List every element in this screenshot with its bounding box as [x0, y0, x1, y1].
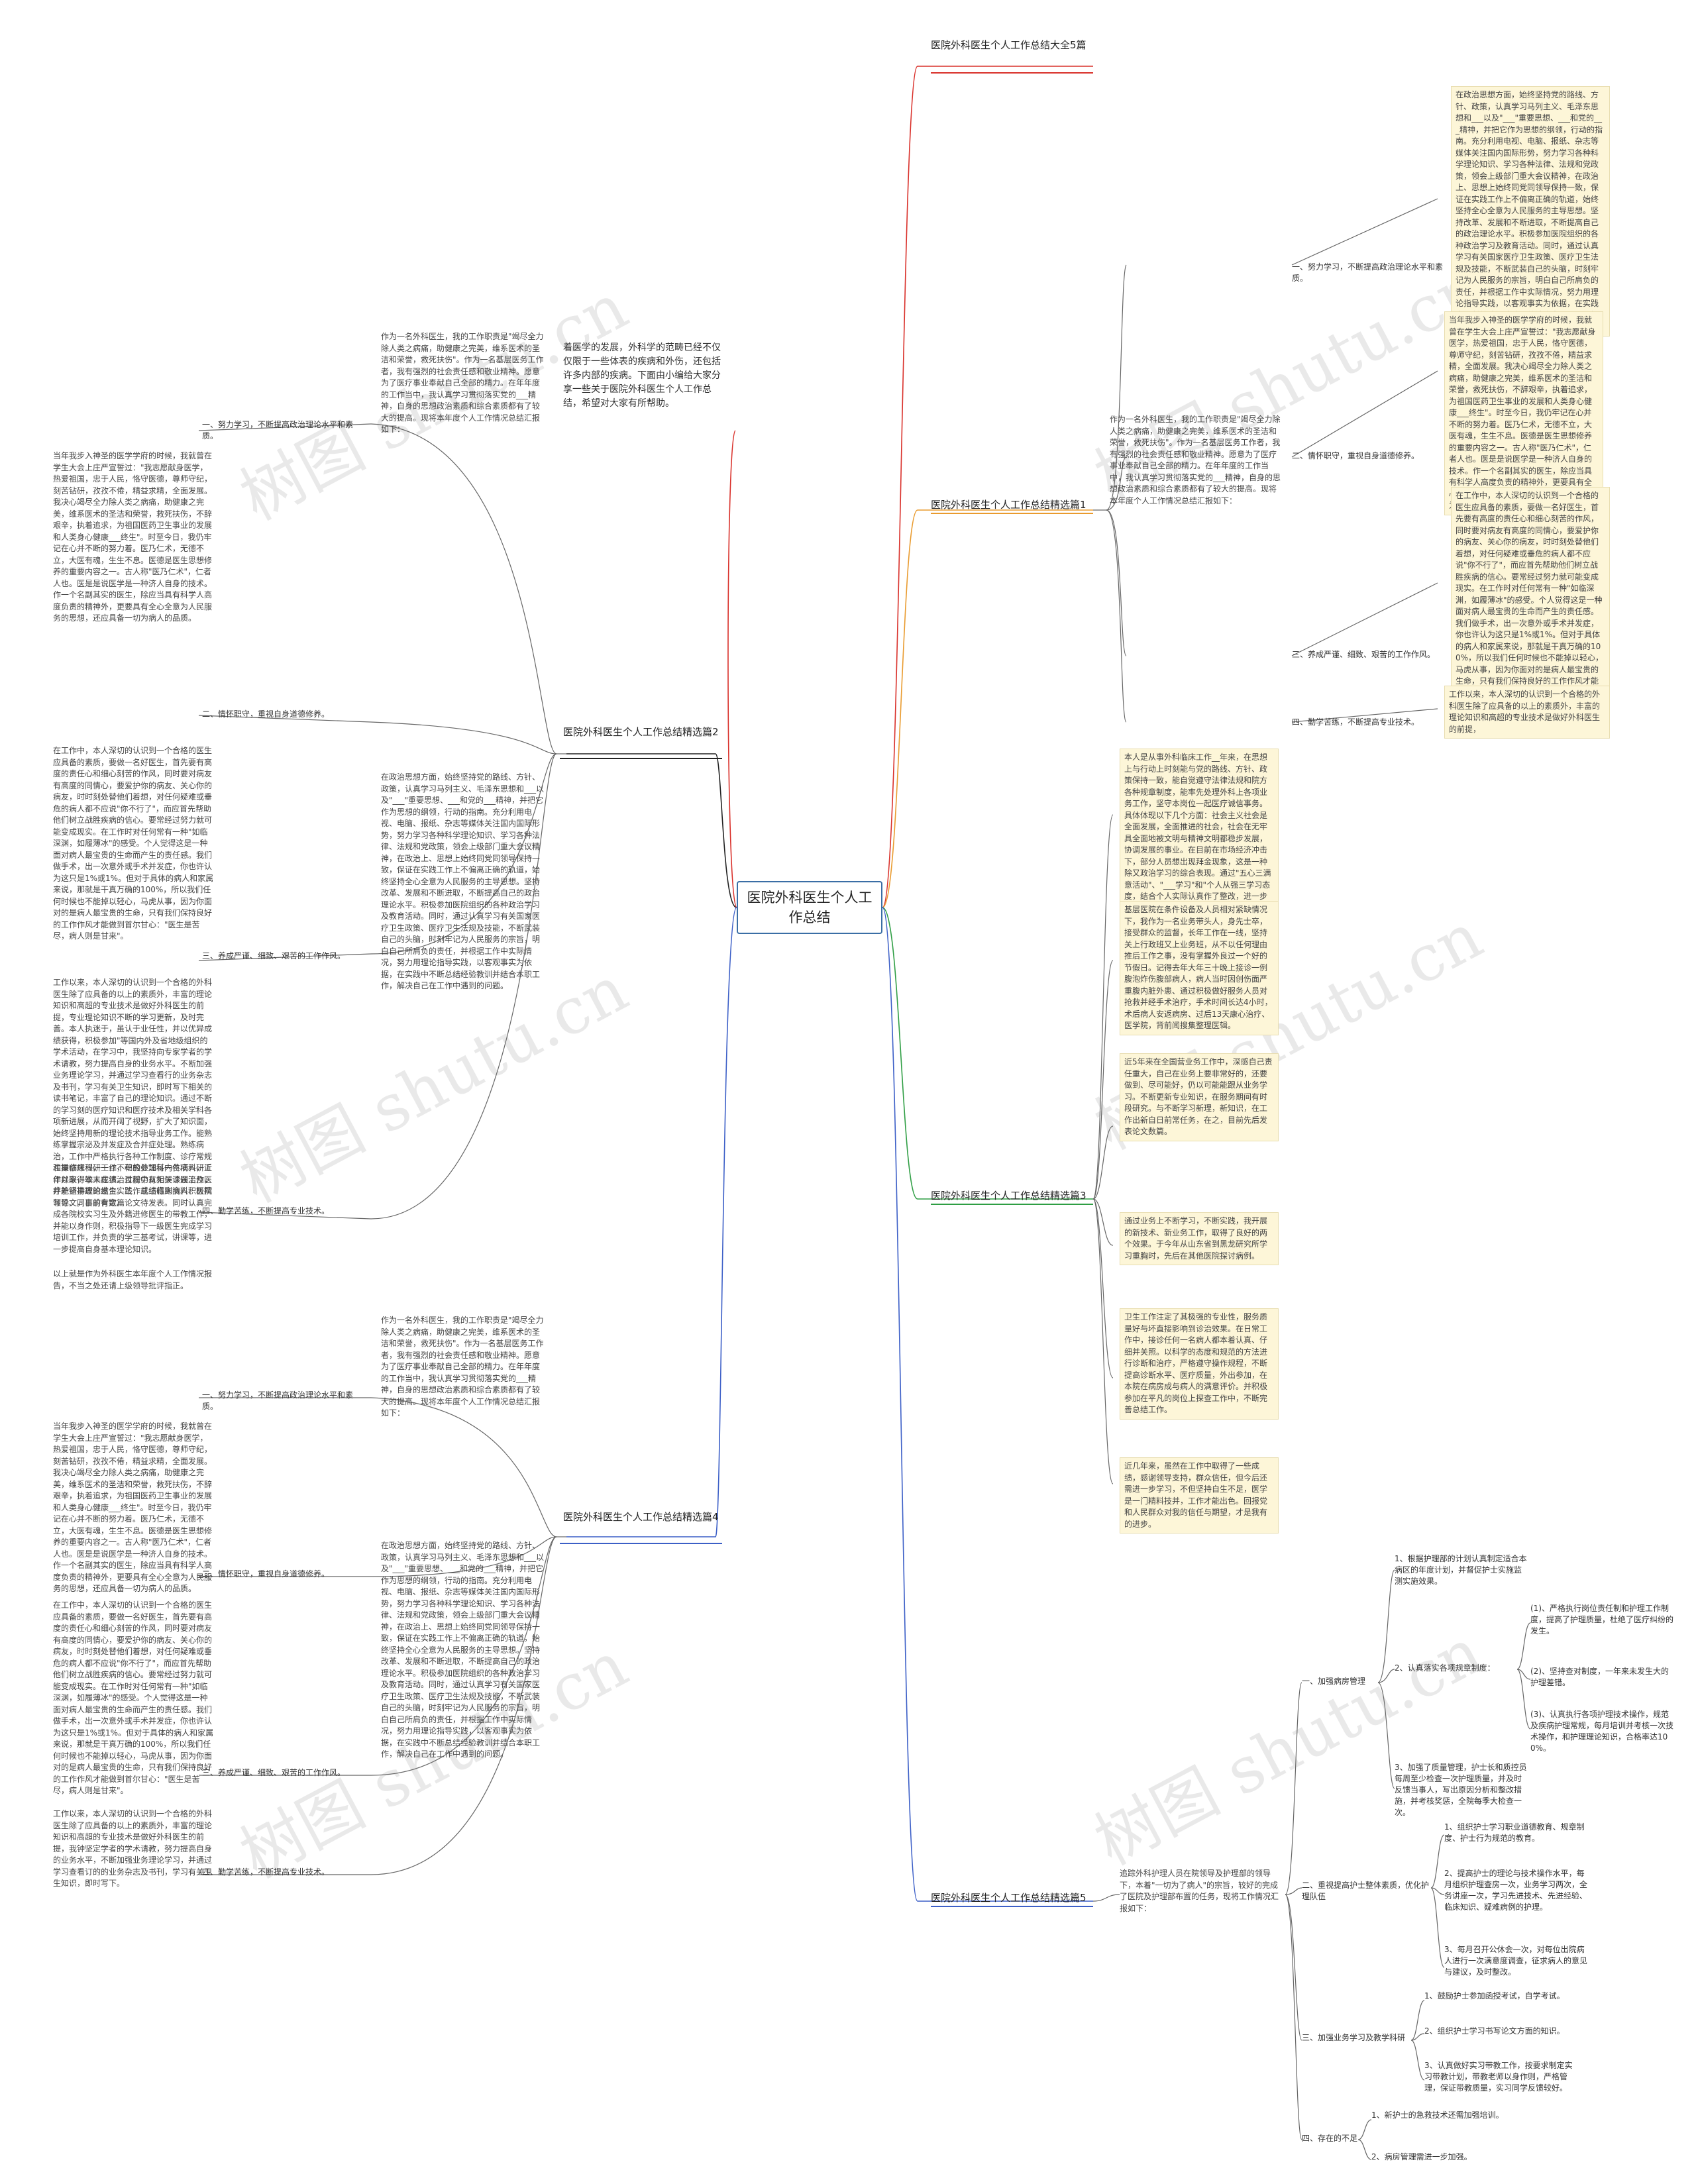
branch-b3[interactable]: 医院外科医生个人工作总结精选篇3: [931, 1190, 1086, 1202]
b4-text-3: 在工作中，本人深切的认识到一个合格的医生应具备的素质，要做一名好医生，首先要有高…: [53, 1600, 214, 1795]
b1-text-4: 工作以来，本人深切的认识到一个合格的外科医生除了应具备的以上的素质外，丰富的理论…: [1444, 686, 1610, 739]
b5-item-2a: 1、组织护士学习职业道德教育、规章制度、护士行为规范的教育。: [1444, 1822, 1585, 1843]
b3-para-3: 近5年来在全国营业务工作中，深感自己责任重大，自己在业务上要非常好的，还要做到、…: [1120, 1053, 1279, 1141]
b3-para-5: 卫生工作注定了其极强的专业性，服务质量好与坏直接影响到诊治效果。在日常工作中，接…: [1120, 1308, 1279, 1420]
b4-text-1: 在政治思想方面，始终坚持党的路线、方针、政策，认真学习马列主义、毛泽东思想和__…: [381, 1541, 545, 1759]
mindmap-root[interactable]: 医院外科医生个人工作总结: [737, 881, 882, 934]
connector-b5: [882, 907, 1093, 1902]
b5-item-1c: 3、加强了质量管理，护士长和质控员每周至少检查一次护理质量，并及时反馈当事人，写…: [1395, 1763, 1527, 1817]
b5-item-3b: 2、组织护士学习书写论文方面的知识。: [1424, 2026, 1565, 2036]
b1-text-1: 在政治思想方面，始终坚持党的路线、方针、政策，认真学习马列主义、毛泽东思想和__…: [1451, 86, 1610, 337]
b2-section-1[interactable]: 一、努力学习，不断提高政治理论水平和素质。: [202, 420, 354, 441]
b5-section-3[interactable]: 三、加强业务学习及教学科研: [1302, 2033, 1406, 2042]
b1-text-3: 在工作中，本人深切的认识到一个合格的医生应具备的素质，要做一名好医生，首先要有高…: [1451, 487, 1610, 714]
b4-text-4: 工作以来，本人深切的认识到一个合格的外科医生除了应具备的以上的素质外，丰富的理论…: [53, 1809, 213, 1888]
b5-item-1b3: (3)、认真执行各项护理技术操作，规范及疾病护理常规，每月培训并考核一次技术操作…: [1530, 1710, 1674, 1753]
branch-b5[interactable]: 医院外科医生个人工作总结精选篇5: [931, 1892, 1086, 1904]
b1-section-3[interactable]: 三、养成严谨、细致、艰苦的工作作风。: [1292, 650, 1436, 659]
branch-b1[interactable]: 医院外科医生个人工作总结精选篇1: [931, 499, 1086, 511]
b5-item-1b2: (2)、坚持查对制度，一年来未发生大的护理差错。: [1530, 1667, 1669, 1687]
b2-section-3[interactable]: 三、养成严谨、细致、艰苦的工作作风。: [202, 951, 346, 961]
watermark: 树图 shutu.cn: [1083, 1614, 1494, 1880]
b3-para-6: 近几年来，虽然在工作中取得了一些成绩，感谢领导支持，群众信任，但今后还需进一步学…: [1120, 1457, 1279, 1534]
b3-para-2: 基层医院在条件设备及人员相对紧缺情况下，我作为一名业务带头人，身先士卒，接受群众…: [1120, 901, 1279, 1035]
connector-b2: [566, 753, 737, 908]
b1-text-2: 当年我步入神圣的医学学府的时候，我就曾在学生大会上庄严宣誓过："我志愿献身医学，…: [1444, 311, 1603, 515]
b2-text-3: 在工作中，本人深切的认识到一个合格的医生应具备的素质，要做一名好医生，首先要有高…: [53, 746, 214, 941]
connector-b3: [882, 907, 1093, 1200]
branch-b4[interactable]: 医院外科医生个人工作总结精选篇4: [563, 1511, 719, 1523]
b5-section-2[interactable]: 二、重视提高护士整体素质，优化护理队伍: [1302, 1881, 1430, 1901]
b1-section-1[interactable]: 一、努力学习，不断提高政治理论水平和素质。: [1292, 262, 1444, 283]
b5-section-1[interactable]: 一、加强病房管理: [1302, 1677, 1366, 1686]
b2-text-2: 当年我步入神圣的医学学府的时候，我就曾在学生大会上庄严宣誓过："我志愿献身医学，…: [53, 451, 213, 623]
b5-item-4b: 2、病房管理需进一步加强。: [1371, 2152, 1472, 2161]
b4-section-3[interactable]: 三、养成严谨、细致、艰苦的工作作风。: [202, 1768, 346, 1777]
b1-section-2[interactable]: 二、情怀职守，重视自身道德修养。: [1292, 451, 1420, 460]
b1-section-4[interactable]: 四、勤学苦练，不断提高专业技术。: [1292, 717, 1420, 727]
b5-item-2c: 3、每月召开公休会一次，对每位出院病人进行一次满意度调查，征求病人的意见与建议，…: [1444, 1945, 1588, 1977]
b2-text-4: 工作以来，本人深切的认识到一个合格的外科医生除了应具备的以上的素质外，丰富的理论…: [53, 978, 213, 1208]
b2-lead: 作为一名外科医生，我的工作职责是"竭尽全力除人类之病痛，助健康之完美，维系医术的…: [381, 332, 544, 434]
b2-section-4[interactable]: 四、勤学苦练，不断提高专业技术。: [202, 1206, 330, 1216]
b5-item-3a: 1、鼓励护士参加函授考试，自学考试。: [1424, 1991, 1565, 2001]
branch-b2[interactable]: 医院外科医生个人工作总结精选篇2: [563, 726, 719, 738]
branch-b0[interactable]: 医院外科医生个人工作总结大全5篇: [931, 39, 1086, 51]
b3-para-1: 本人是从事外科临床工作__年来，在思想上与行动上时刻能与党的路线、方针、政策保持…: [1120, 749, 1279, 917]
b2-section-2[interactable]: 二、情怀职守，重视自身道德修养。: [202, 709, 330, 719]
b5-item-1b1: (1)、严格执行岗位责任制和护理工作制度，提高了护理质量，杜绝了医疗纠纷的发生。: [1530, 1604, 1674, 1636]
b2-text-5: 注重临床科研工作，积极参加科内各项科研工作并取得较丰成绩。目前仍有相关课题工作，…: [53, 1163, 213, 1254]
connector-intro: [727, 430, 737, 908]
b5-lead: 追踪外科护理人员在院领导及护理部的领导下，本着"一切为了病人"的宗旨，较好的完成…: [1120, 1869, 1279, 1913]
intro-text: 着医学的发展，外科学的范畴已经不仅仅限于一些体表的疾病和外伤，还包括许多内部的疾…: [563, 342, 721, 409]
b1-lead: 作为一名外科医生，我的工作职责是"竭尽全力除人类之病痛，助健康之完美，维系医术的…: [1110, 415, 1281, 505]
b4-section-1[interactable]: 一、努力学习，不断提高政治理论水平和素质。: [202, 1390, 354, 1411]
b4-section-2[interactable]: 二、情怀职守，重视自身道德修养。: [202, 1569, 330, 1579]
b2-text-6: 以上就是作为外科医生本年度个人工作情况报告，不当之处还请上级领导批评指正。: [53, 1269, 213, 1290]
b4-lead: 作为一名外科医生，我的工作职责是"竭尽全力除人类之病痛，助健康之完美，维系医术的…: [381, 1316, 544, 1418]
b4-text-2: 当年我步入神圣的医学学府的时候，我就曾在学生大会上庄严宣誓过："我志愿献身医学，…: [53, 1422, 213, 1593]
b5-item-4a: 1、新护士的急救技术还需加强培训。: [1371, 2110, 1504, 2120]
connector-b1: [882, 509, 1093, 908]
b3-para-4: 通过业务上不断学习，不断实践，我开展的新技术、新业务工作，取得了良好的两个效果。…: [1120, 1212, 1279, 1265]
b5-item-1b: 2、认真落实各项规章制度：: [1395, 1663, 1495, 1673]
b2-text-1: 在政治思想方面，始终坚持党的路线、方针、政策，认真学习马列主义、毛泽东思想和__…: [381, 772, 545, 990]
b4-section-4[interactable]: 四、勤学苦练，不断提高专业技术。: [202, 1867, 330, 1877]
b5-item-1a: 1、根据护理部的计划认真制定适合本病区的年度计划，并督促护士实施监测实施效果。: [1395, 1554, 1527, 1586]
b5-section-4[interactable]: 四、存在的不足: [1302, 2134, 1358, 2143]
connector-b0: [882, 66, 1093, 908]
b5-item-2b: 2、提高护士的理论与技术操作水平，每月组织护理查房一次，业务学习两次，全务讲座一…: [1444, 1869, 1588, 1912]
b5-item-3c: 3、认真做好实习带教工作，按要求制定实习带教计划，带教老师以身作则，严格管理，保…: [1424, 2061, 1573, 2093]
